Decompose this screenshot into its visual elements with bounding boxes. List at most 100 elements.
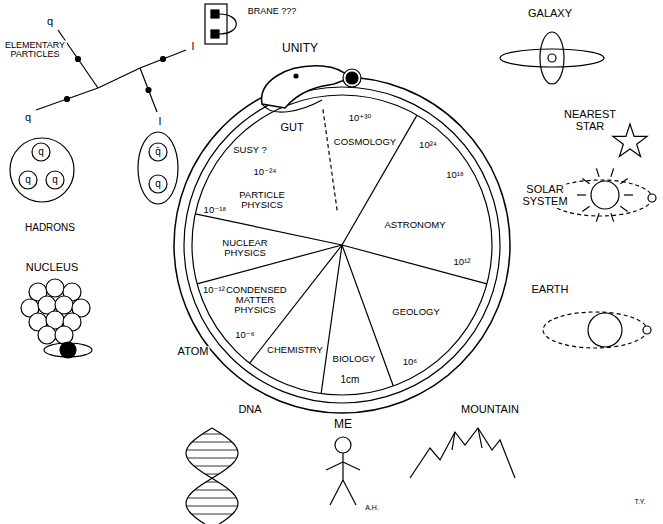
label: CONDENSED MATTER PHYSICS [225, 285, 285, 315]
solar-system-symbol [611, 168, 614, 177]
label: 10⁶ [402, 357, 418, 367]
dna-helix [195, 490, 230, 491]
ouroboros-ring [174, 77, 510, 413]
label: l [191, 41, 195, 53]
solar-system-symbol [620, 206, 627, 211]
dna-helix [205, 474, 219, 475]
label: GUT [279, 122, 304, 134]
label: ASTRONOMY [383, 220, 446, 230]
solar-system-symbol [582, 206, 589, 211]
snake-head [262, 66, 350, 108]
stick-figure [342, 453, 343, 480]
label: q [24, 175, 32, 186]
atom-symbol [60, 342, 76, 358]
brane-symbol [205, 4, 227, 44]
label: 1cm [340, 375, 361, 386]
hadron-symbol [10, 138, 74, 202]
stick-figure [343, 480, 356, 505]
label: BIOLOGY [332, 354, 377, 364]
dna-helix [194, 466, 230, 467]
dna-helix [186, 506, 237, 507]
label: q̄ [154, 147, 162, 158]
label: BRANE ??? [247, 7, 298, 16]
snake-head [262, 100, 322, 112]
dna-helix [186, 428, 238, 524]
atom-symbol [44, 342, 92, 358]
brane-symbol [205, 4, 236, 44]
label: 10⁻²⁴ [253, 167, 278, 177]
pie-dividers [323, 106, 338, 210]
dna-helix [202, 434, 221, 435]
brane-symbol [211, 10, 219, 18]
snake-head [343, 69, 361, 87]
feynman-diagram [140, 50, 186, 68]
label: T.Y. [633, 498, 646, 505]
hadron-symbol [19, 171, 37, 189]
ouroboros-ring [174, 77, 510, 413]
label: DNA [237, 404, 262, 416]
label: GALAXY [527, 8, 573, 20]
label: ME [333, 418, 353, 431]
label: NUCLEUS [25, 262, 80, 274]
dna-helix [186, 450, 237, 451]
ouroboros-ring [184, 87, 500, 403]
stick-figure [335, 437, 351, 453]
label: 10¹⁸ [445, 170, 465, 180]
label: 10⁺³⁰ [348, 113, 373, 123]
hadron-symbol [149, 175, 167, 193]
solar-system-symbol [620, 179, 627, 184]
label: NEAREST STAR [559, 109, 621, 132]
earth-symbol [588, 313, 622, 347]
label: q [46, 16, 54, 28]
label: ELEMENTARY PARTICLES [3, 41, 67, 60]
label: PARTICLE PHYSICS [231, 190, 293, 210]
pie-dividers [195, 106, 487, 393]
solar-system-symbol [624, 194, 633, 195]
label: GEOLOGY [391, 307, 441, 317]
nucleus-symbol [21, 279, 90, 344]
label: NUCLEAR PHYSICS [214, 238, 276, 258]
dna-helix [192, 514, 233, 515]
nucleus-symbol [38, 326, 56, 344]
label: A.H. [364, 504, 380, 511]
solar-system-symbol [591, 181, 619, 209]
feynman-diagram [98, 68, 140, 88]
solar-system-symbol [582, 179, 589, 184]
earth-symbol [543, 312, 651, 348]
galaxy-symbol [540, 32, 564, 84]
solar-system-symbol [611, 213, 614, 222]
stick-figure [326, 462, 343, 470]
label: UNITY [281, 42, 319, 55]
feynman-diagram [146, 88, 151, 93]
label: COSMOLOGY [333, 137, 397, 147]
ouroboros-ring [192, 95, 492, 395]
hadron-symbol [149, 143, 167, 161]
atom-symbol [44, 343, 92, 357]
galaxy-symbol [548, 54, 556, 62]
snake-head [294, 74, 298, 78]
galaxy-symbol [500, 49, 604, 67]
solar-system-symbol [596, 168, 599, 177]
hadron-symbol [138, 132, 178, 204]
label: HADRONS [24, 223, 76, 234]
solar-system-symbol [596, 213, 599, 222]
solar-system-symbol [577, 194, 586, 195]
dna-helix [206, 482, 218, 483]
dna-helix [192, 442, 232, 443]
label: MOUNTAIN [460, 404, 520, 416]
label: SOLAR SYSTEM [517, 184, 574, 207]
dna-helix [187, 458, 237, 459]
stick-figure [330, 480, 343, 505]
label: q [37, 147, 45, 158]
feynman-diagram [140, 68, 157, 112]
mountain-symbol [452, 428, 482, 450]
label: CHEMISTRY [266, 345, 324, 355]
dna-helix [186, 428, 238, 524]
brane-symbol [219, 14, 236, 34]
label: EARTH [530, 284, 569, 296]
hadron-symbol [32, 143, 50, 161]
dna-helix [186, 428, 238, 524]
hadron-symbol [46, 171, 64, 189]
